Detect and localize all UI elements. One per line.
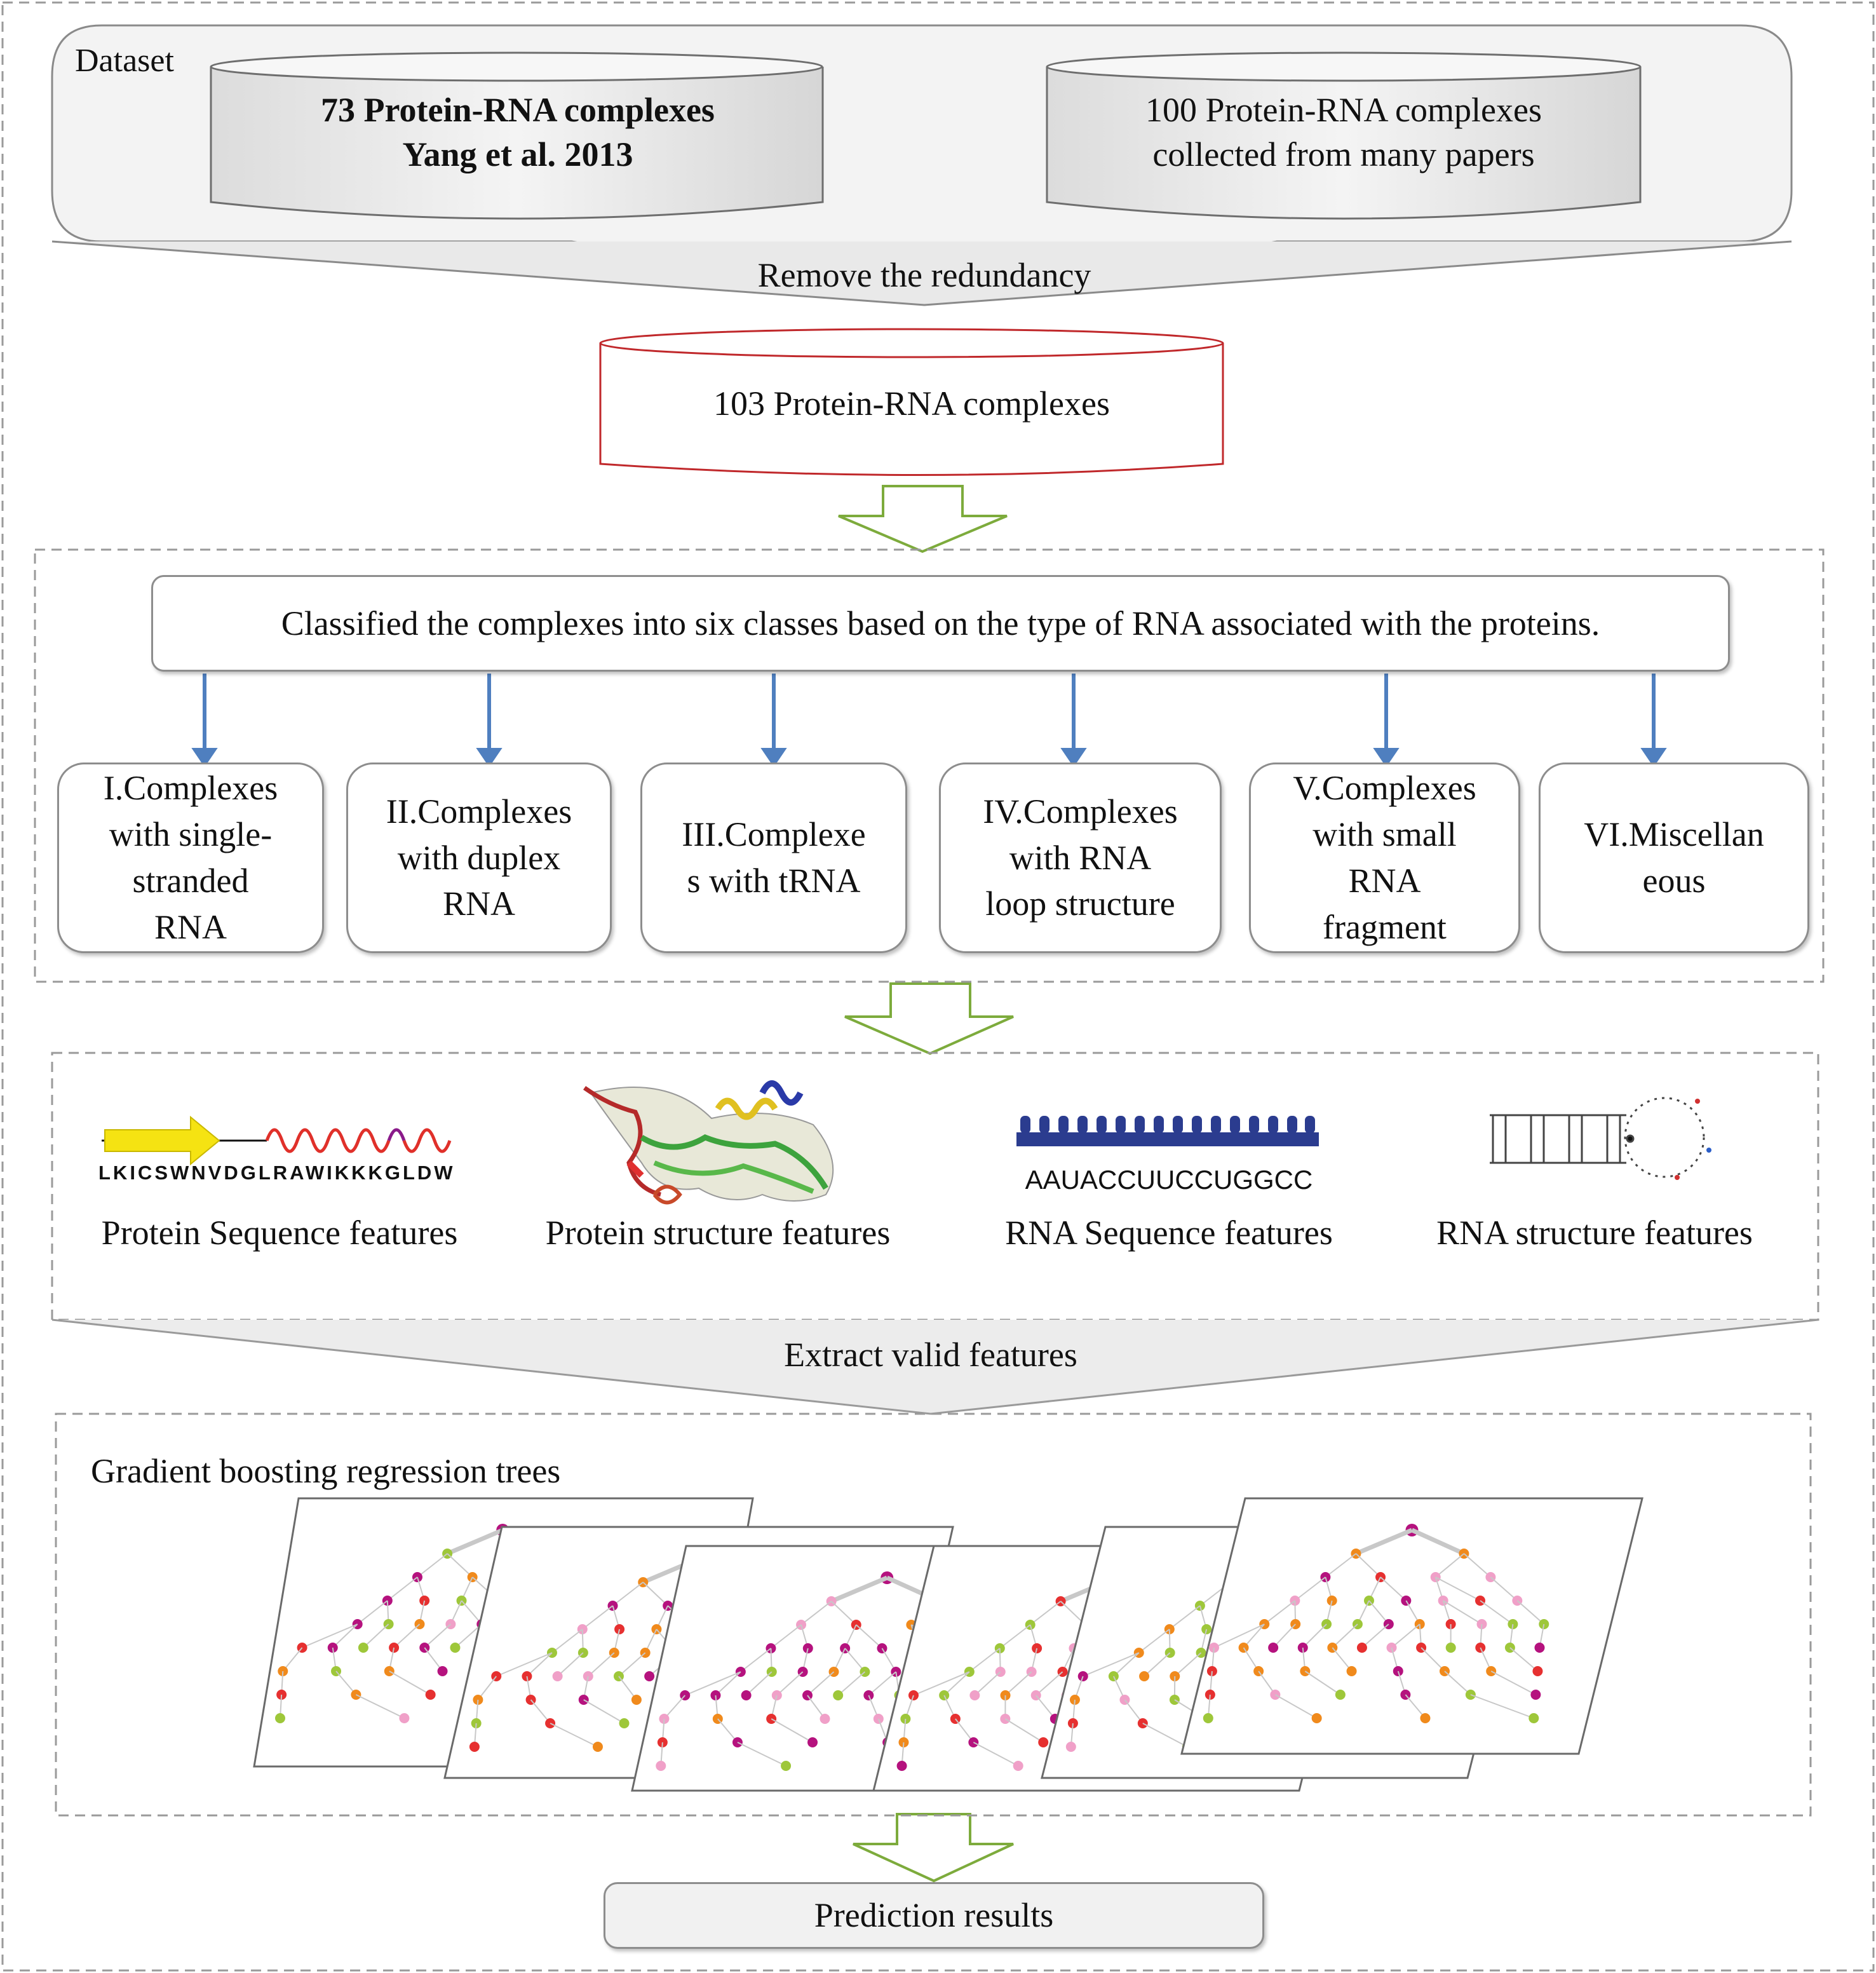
tree-node xyxy=(469,1742,480,1752)
class-box-line: fragment xyxy=(1323,907,1447,946)
tree-node xyxy=(741,1690,752,1700)
dataset-cylinder-a xyxy=(210,51,824,220)
classification-region xyxy=(34,548,1825,983)
tree-node xyxy=(1139,1671,1150,1681)
protein-sequence-icon xyxy=(102,1115,452,1166)
remove-redundancy-label: Remove the redundancy xyxy=(757,256,1091,294)
class-box-line: IV.Complexes xyxy=(983,792,1178,831)
tree-node xyxy=(1311,1713,1322,1723)
class-box-3: III.Complexe s with tRNA xyxy=(640,763,907,953)
tree-node xyxy=(1038,1737,1049,1747)
tree-node xyxy=(781,1761,792,1771)
class-box-line: with duplex xyxy=(397,838,561,877)
tree-node xyxy=(896,1761,907,1771)
feature-label-1: Protein Sequence features xyxy=(101,1214,458,1252)
tree-node xyxy=(969,1690,980,1700)
class-box-4: IV.Complexes with RNA loop structure xyxy=(939,763,1222,953)
tree-node xyxy=(1065,1742,1076,1752)
feature-label-3: RNA Sequence features xyxy=(1005,1214,1333,1252)
tree-node xyxy=(399,1713,410,1723)
tree-node xyxy=(450,1643,461,1653)
class-box-line: eous xyxy=(1642,862,1706,900)
tree-node xyxy=(1013,1761,1023,1771)
class-box-line: VI.Miscellan xyxy=(1584,815,1764,854)
class-arrows xyxy=(191,674,1667,768)
class-box-line: stranded xyxy=(132,862,249,900)
tree-nodes xyxy=(1203,1524,1549,1723)
class-box-line: RNA xyxy=(154,907,227,946)
class-box-line: II.Complexes xyxy=(386,792,572,831)
extract-features-label: Extract valid features xyxy=(784,1336,1077,1374)
tree-node xyxy=(425,1690,436,1700)
tree-node xyxy=(552,1671,563,1681)
tree-panel xyxy=(1180,1497,1643,1755)
model-region xyxy=(55,1413,1812,1817)
tree-node xyxy=(437,1666,448,1676)
rna-sequence-example: AAUACCUUCCUGGCC xyxy=(1025,1165,1313,1195)
source-a-line-2: Yang et al. 2013 xyxy=(402,135,633,174)
class-box-line: RNA xyxy=(442,885,515,923)
source-a-line-1: 73 Protein-RNA complexes xyxy=(321,91,715,129)
tree-node xyxy=(1268,1643,1279,1653)
tree-node xyxy=(631,1695,642,1705)
classification-header: Classified the complexes into six classe… xyxy=(151,575,1730,672)
tree-node xyxy=(274,1713,285,1723)
tree-node xyxy=(1356,1643,1367,1653)
rna-structure-icon xyxy=(1490,1097,1711,1180)
tree-node xyxy=(656,1761,666,1771)
tree-node xyxy=(1528,1713,1539,1723)
gbrt-tree-panels xyxy=(253,1497,1643,1792)
class-box-line: I.Complexes xyxy=(103,769,278,808)
result-cylinder xyxy=(599,328,1224,476)
tree-node xyxy=(1530,1690,1541,1700)
class-box-line: s with tRNA xyxy=(687,862,861,900)
class-box-line: III.Complexe xyxy=(682,815,866,854)
tree-node xyxy=(820,1714,830,1724)
tree-node xyxy=(592,1742,603,1752)
tree-node xyxy=(358,1643,368,1653)
tree-node xyxy=(833,1690,844,1700)
source-b-text: 100 Protein-RNA complexes collected from… xyxy=(1048,88,1639,177)
class-box-line: with single- xyxy=(109,815,273,854)
source-b-line-2: collected from many papers xyxy=(1152,135,1535,174)
rna-sequence-icon xyxy=(1016,1116,1319,1146)
result-label: 103 Protein-RNA complexes xyxy=(713,384,1110,423)
tree-node xyxy=(1335,1690,1346,1700)
tree-node xyxy=(1420,1713,1431,1723)
model-label: Gradient boosting regression trees xyxy=(91,1452,561,1490)
dataset-label: Dataset xyxy=(75,43,174,79)
class-box-line: RNA xyxy=(1348,862,1421,900)
tree-node xyxy=(1534,1643,1545,1653)
class-box-line: V.Complexes xyxy=(1293,769,1476,808)
features-region xyxy=(51,1052,1819,1321)
arrow-down-1 xyxy=(838,485,1008,553)
class-box-line: with small xyxy=(1313,815,1457,854)
protein-sequence-example: LKICSWNVDGLRAWIKKKGLDW xyxy=(98,1162,456,1184)
feature-label-2: Protein structure features xyxy=(545,1214,891,1252)
tree-node xyxy=(1532,1666,1543,1676)
protein-structure-icon xyxy=(583,1080,834,1205)
tree-node xyxy=(1346,1666,1357,1676)
dataset-cylinder-b xyxy=(1046,51,1642,220)
source-b-line-1: 100 Protein-RNA complexes xyxy=(1145,91,1542,129)
tree-node xyxy=(644,1671,655,1681)
tree-node xyxy=(807,1737,818,1747)
arrow-down-2 xyxy=(844,982,1014,1055)
tree-node xyxy=(1445,1643,1456,1653)
tree-node xyxy=(1203,1713,1213,1723)
feature-label-4: RNA structure features xyxy=(1436,1214,1753,1252)
prediction-results-box: Prediction results xyxy=(604,1882,1264,1949)
class-box-line: with RNA xyxy=(1009,838,1152,877)
arrow-down-3 xyxy=(853,1813,1014,1883)
class-box-6: VI.Miscellan eous xyxy=(1539,763,1809,953)
class-box-line: loop structure xyxy=(985,885,1175,923)
source-a-text: 73 Protein-RNA complexes Yang et al. 201… xyxy=(216,88,820,177)
tree-node xyxy=(619,1718,630,1728)
